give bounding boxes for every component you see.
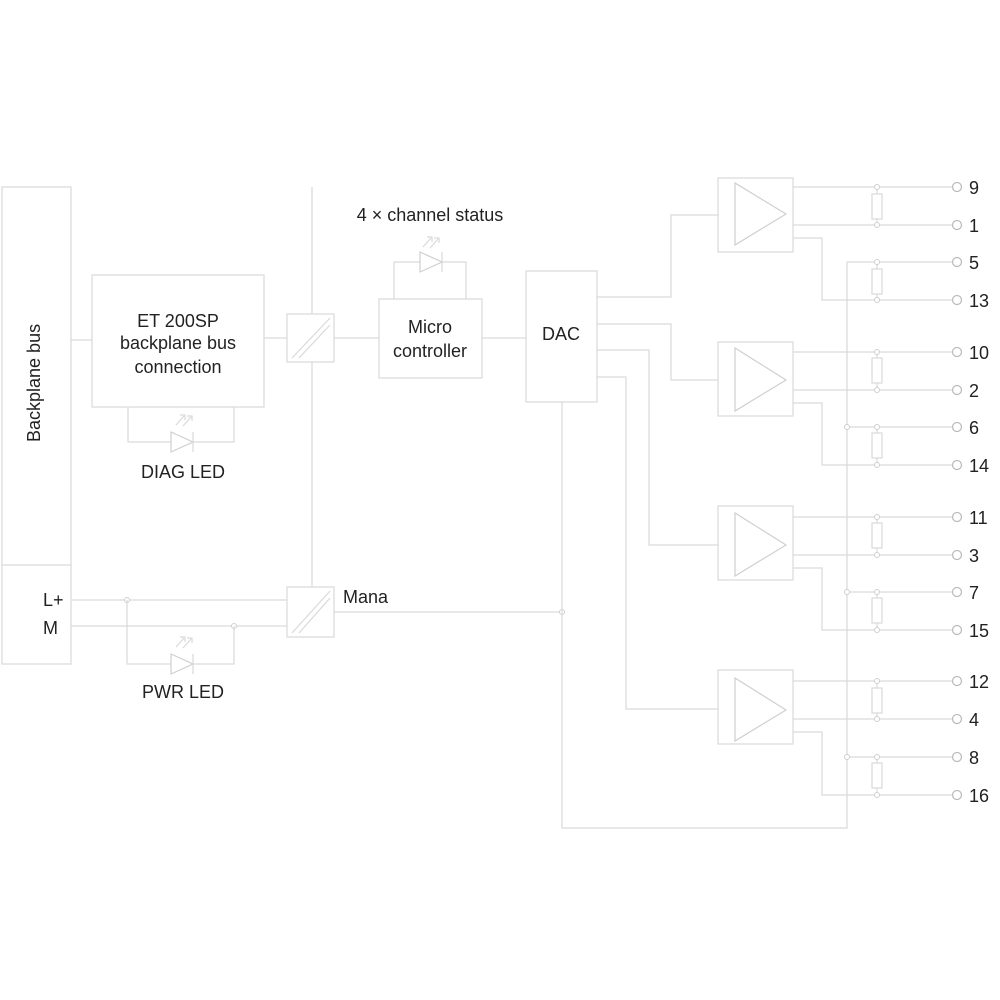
resistor-icon: [871, 597, 883, 624]
terminal-circle: [951, 549, 963, 561]
micro-line-1: Micro: [408, 317, 452, 337]
amplifier-channel-2: [717, 505, 794, 581]
terminal-circle: [951, 256, 963, 268]
backplane-bus-block: Backplane bus L+ M: [1, 186, 72, 665]
terminal-circle: [951, 346, 963, 358]
dac-label: DAC: [542, 324, 580, 344]
terminal-circle: [951, 751, 963, 763]
terminal-circle: [951, 219, 963, 231]
terminal-label: 2: [969, 381, 979, 401]
terminal-label: 6: [969, 418, 979, 438]
amplifier-channel-1: [717, 341, 794, 417]
terminal-label: 9: [969, 178, 979, 198]
mana-label: Mana: [343, 587, 389, 607]
resistor-icon: [871, 268, 883, 295]
backplane-bus-label: Backplane bus: [24, 324, 44, 442]
channel-status-diode-icon: [419, 251, 444, 273]
diag-led: DIAG LED: [127, 407, 235, 482]
resistor-icon: [871, 687, 883, 714]
terminal-label: 4: [969, 710, 979, 730]
terminal-label: 16: [969, 786, 989, 806]
dac-block: DAC: [525, 270, 598, 403]
amplifier-0-icon: [734, 181, 788, 247]
terminal-label: 10: [969, 343, 989, 363]
diag-led-label: DIAG LED: [141, 462, 225, 482]
et200sp-line-3: connection: [134, 357, 221, 377]
et200sp-line-1: ET 200SP: [137, 311, 219, 331]
terminal-circle: [951, 713, 963, 725]
terminal-circle: [951, 294, 963, 306]
amplifier-channel-3: [717, 669, 794, 745]
terminal-label: 1: [969, 216, 979, 236]
amplifier-1-icon: [734, 346, 788, 413]
terminal-label: 15: [969, 621, 989, 641]
pwr-led-diode-icon: [170, 653, 195, 675]
terminal-circle: [951, 384, 963, 396]
terminal-circle: [951, 421, 963, 433]
resistor-icon: [871, 357, 883, 384]
pwr-led-label: PWR LED: [142, 682, 224, 702]
terminal-circle: [951, 789, 963, 801]
resistor-icon: [871, 522, 883, 549]
lplus-label: L+: [43, 590, 64, 610]
terminal-circle: [951, 511, 963, 523]
terminal-circle: [951, 624, 963, 636]
resistor-icon: [871, 762, 883, 789]
et200sp-line-2: backplane bus: [120, 333, 236, 353]
terminal-circle: [951, 181, 963, 193]
terminal-label: 7: [969, 583, 979, 603]
terminal-label: 8: [969, 748, 979, 768]
isolation-block-upper: [286, 313, 335, 363]
amplifier-channel-0: [717, 177, 794, 253]
isolation-block-lower: [286, 586, 335, 638]
diag-led-diode-icon: [170, 431, 195, 453]
amplifier-3-icon: [734, 676, 788, 743]
terminals: 9 1 5 13 10 2 6 14 11 3 7 15 12 4 8 16: [951, 178, 989, 806]
output-resistors: [871, 193, 883, 789]
terminal-label: 11: [969, 508, 988, 528]
terminal-circle: [951, 586, 963, 598]
m-label: M: [43, 618, 58, 638]
microcontroller-block: Micro controller: [378, 298, 483, 379]
terminal-label: 13: [969, 291, 989, 311]
amplifier-2-icon: [734, 511, 788, 578]
resistor-icon: [871, 432, 883, 459]
terminal-circle: [951, 675, 963, 687]
pwr-led: PWR LED: [124, 597, 237, 702]
terminal-label: 12: [969, 672, 989, 692]
channel-status-label: 4 × channel status: [357, 205, 504, 225]
resistor-icon: [871, 193, 883, 220]
channel-status-led: [393, 236, 467, 299]
terminal-label: 3: [969, 546, 979, 566]
terminal-circle: [951, 459, 963, 471]
terminal-label: 14: [969, 456, 989, 476]
resistor-junctions: [874, 184, 880, 798]
et200sp-connection-block: ET 200SP backplane bus connection: [91, 274, 265, 408]
terminal-label: 5: [969, 253, 979, 273]
micro-line-2: controller: [393, 341, 467, 361]
